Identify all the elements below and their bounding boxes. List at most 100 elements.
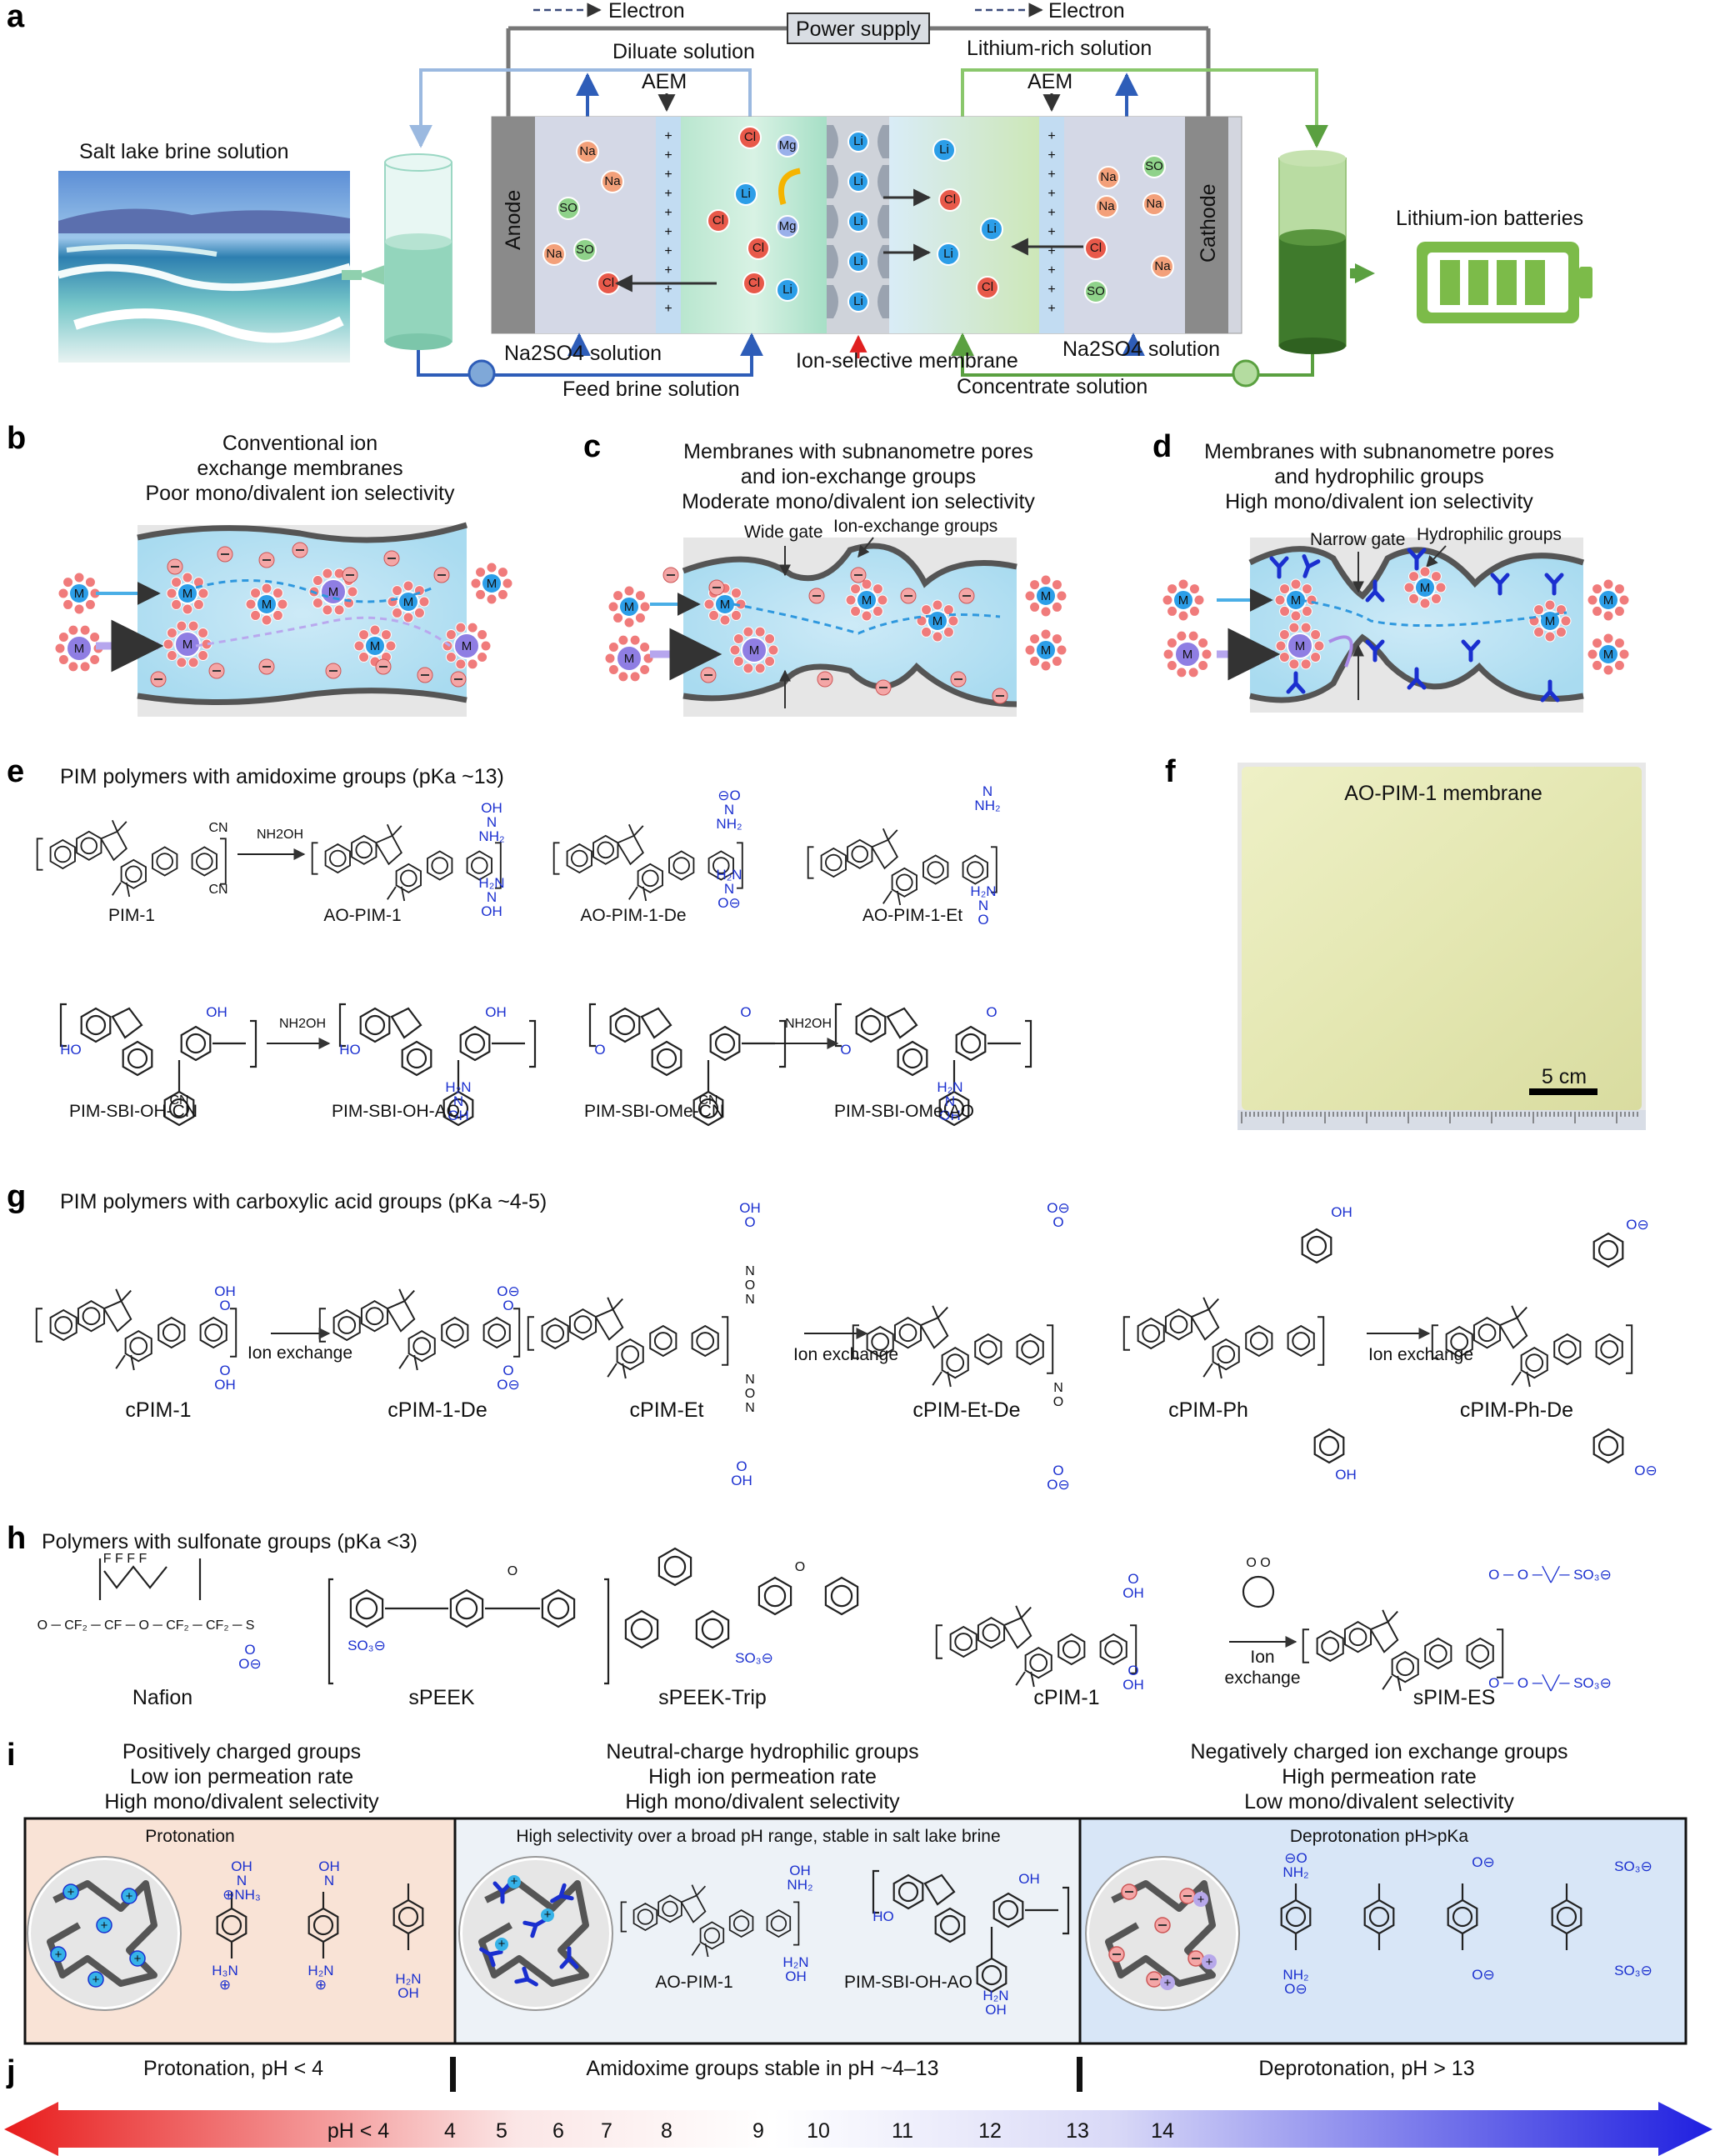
hydrophilic-stroke <box>1407 548 1427 571</box>
water-molecule <box>1300 622 1312 633</box>
aromatic-circle <box>125 865 142 883</box>
water-molecule <box>1587 594 1598 606</box>
cyclopentane <box>386 1299 416 1333</box>
ion-exchange-pointer <box>858 537 874 558</box>
aromatic-circle <box>978 1340 998 1358</box>
hydrophilic-stroke <box>1540 679 1560 703</box>
water-molecule <box>730 588 742 599</box>
cyclopentane <box>111 1007 143 1039</box>
ion-core <box>364 635 386 657</box>
bond <box>112 882 122 896</box>
ph-tick: 4 <box>444 2119 456 2143</box>
i-col2-title-3: High mono/divalent selectivity <box>625 1790 900 1813</box>
compound-cpim-1-h: cPIM-1 <box>1033 1686 1099 1709</box>
aromatic-circle <box>431 857 448 874</box>
li-ion-label: Li <box>939 143 949 157</box>
substituent: OH <box>985 2002 1007 2018</box>
pim-backbone <box>807 828 998 906</box>
positive-group <box>129 1950 146 1967</box>
monovalent-hydrated-ion: M <box>1162 578 1205 622</box>
aromatic-circle <box>1558 1340 1577 1358</box>
substituent: O <box>508 1564 518 1578</box>
pore-wall <box>827 165 838 198</box>
substituent: OH <box>481 800 502 816</box>
benzene-ring <box>541 1588 576 1628</box>
bond <box>386 823 393 837</box>
water-molecule <box>1051 601 1062 613</box>
water-molecule <box>1618 594 1630 606</box>
electron-left-label: Electron <box>608 0 685 23</box>
ion-symbol: M <box>1545 614 1556 628</box>
benzene-ring <box>449 1588 484 1628</box>
nitrile-ring <box>962 854 988 885</box>
water-molecule <box>166 588 178 599</box>
indane-ring-2 <box>616 1338 644 1371</box>
water-molecule <box>1310 628 1322 640</box>
hydrophilic-group <box>1365 639 1385 663</box>
indane-ring <box>977 1617 1006 1649</box>
water-molecule <box>703 598 715 610</box>
water-molecule <box>1176 667 1188 678</box>
aromatic-circle <box>732 1915 750 1932</box>
aromatic-circle <box>642 869 659 888</box>
substituent: N <box>945 1093 955 1109</box>
water-molecule <box>1178 578 1189 590</box>
pim-backbone <box>552 823 743 902</box>
water-molecule <box>182 603 193 615</box>
aromatic-circle <box>355 841 373 859</box>
cl-ion-label: Cl <box>982 280 993 294</box>
substituent: O⊖ <box>1472 1854 1494 1870</box>
arrow-to-battery <box>1355 263 1375 283</box>
panel-c-title-3: Moderate mono/divalent ion selectivity <box>682 490 1035 513</box>
benzene-ring <box>442 1090 474 1127</box>
benzene-ring <box>1592 1428 1624 1464</box>
aromatic-circle <box>939 1914 961 1936</box>
aromatic-circle <box>770 1915 788 1932</box>
li-ion: Li <box>848 211 869 233</box>
ion-core <box>1174 641 1201 668</box>
h-arrow-label-2: exchange <box>1224 1668 1300 1688</box>
substituent: SO₃⊖ <box>348 1638 386 1653</box>
left-substituent: HO <box>339 1042 361 1058</box>
ph-4-marker <box>450 2057 456 2092</box>
scale-bar-label: 5 cm <box>1542 1065 1587 1088</box>
aromatic-circle <box>637 1908 654 1925</box>
panel-d-title-3: High mono/divalent ion selectivity <box>1225 490 1533 513</box>
substituent: O⊖ <box>718 895 740 911</box>
bond <box>932 1305 939 1318</box>
water-molecule <box>1555 604 1567 616</box>
so4-ion-body <box>573 238 597 262</box>
ph-left-label: Protonation, pH < 4 <box>143 2057 323 2080</box>
indane-ring <box>1343 1621 1372 1653</box>
monovalent-hydrated-ion: M <box>58 572 101 615</box>
water-molecule <box>176 657 188 668</box>
cl-ion-body <box>1084 237 1108 260</box>
water-molecule <box>58 588 69 599</box>
brackets <box>872 1869 1070 1935</box>
so4-ion-label: SO <box>559 201 578 215</box>
substituent: N <box>978 898 988 913</box>
nitrile-ring <box>1016 1333 1044 1366</box>
dioxole-ring <box>1137 1317 1165 1350</box>
water-molecule <box>1290 610 1302 622</box>
water-molecule <box>1278 652 1290 663</box>
hydrophilic-group <box>1461 639 1481 663</box>
cl-ion-body <box>747 237 770 260</box>
water-molecule <box>634 612 646 623</box>
benzene-ring <box>163 1090 195 1127</box>
panel-label-h: h <box>7 1521 26 1556</box>
pim-backbone <box>35 1288 238 1371</box>
substituent: O⊖ <box>238 1656 261 1672</box>
hydrophilic-group <box>550 1883 574 1903</box>
substituent: N <box>324 1873 334 1888</box>
water-molecule <box>1544 599 1556 611</box>
mg-rejection-arrow <box>778 168 801 205</box>
aromatic-circle <box>896 873 913 892</box>
bond <box>628 886 638 900</box>
plus-sign: + <box>1164 1976 1172 1990</box>
bond <box>1202 1297 1210 1310</box>
nitrile-ring <box>708 850 734 881</box>
cyclopentane <box>374 834 402 866</box>
ion-exchange-groups-label: Ion-exchange groups <box>833 517 998 536</box>
